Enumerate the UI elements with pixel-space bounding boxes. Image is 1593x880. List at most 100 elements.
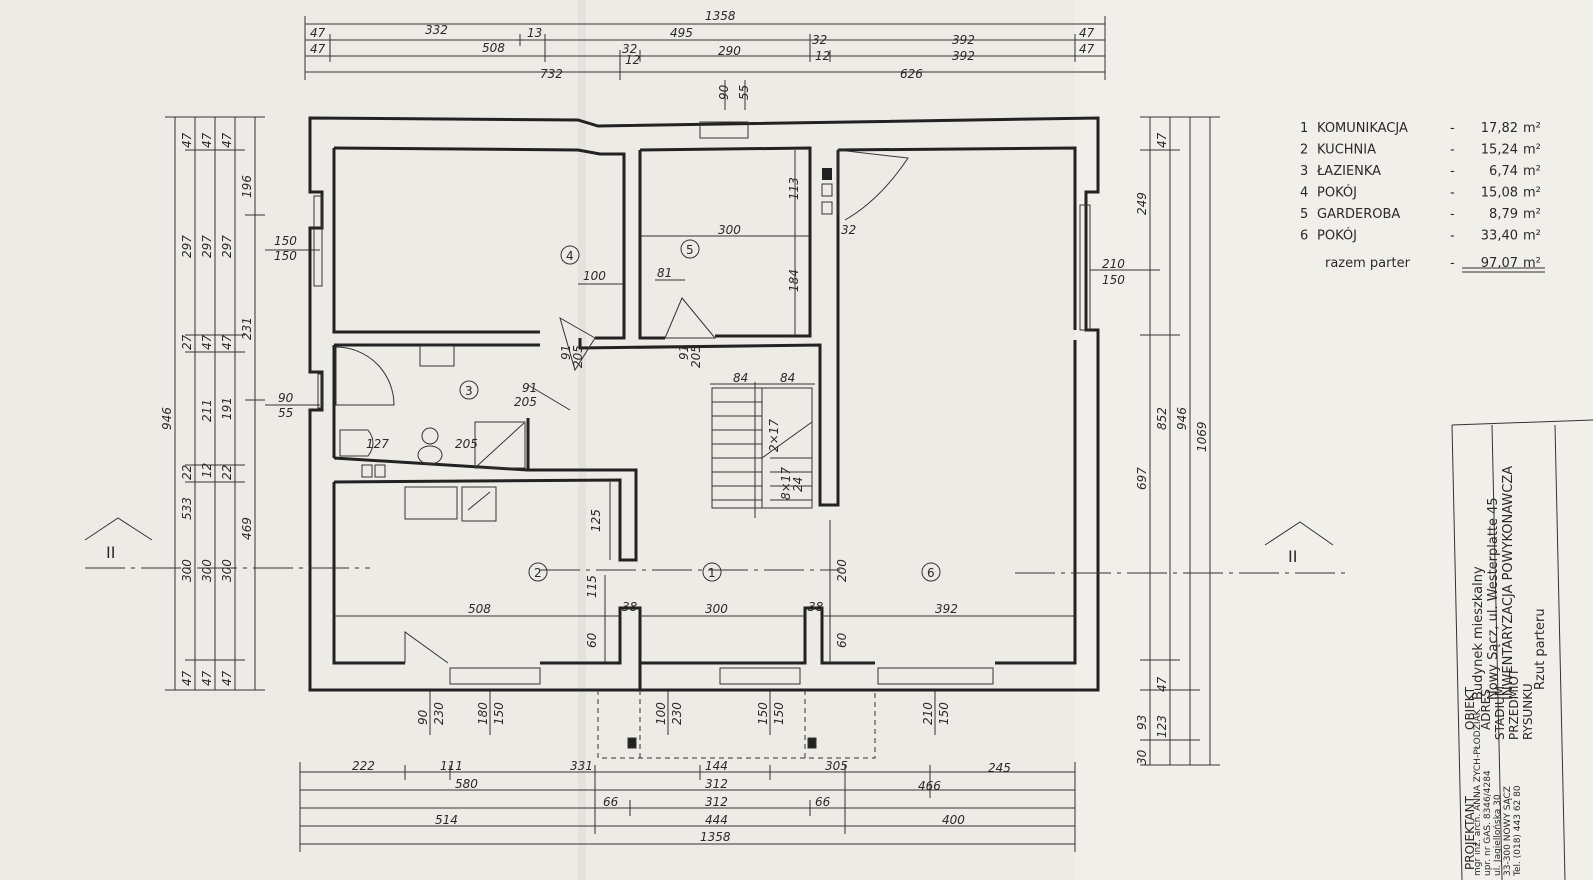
title-label-designer: PROJEKTANT — [1463, 795, 1477, 870]
dimension-lines-interior — [334, 150, 1075, 663]
dim-inside: 2×17 — [767, 419, 781, 452]
windows — [313, 121, 1091, 685]
legend-room-name: POKÓJ — [1317, 228, 1357, 244]
legend-room-name: GARDEROBA — [1317, 207, 1400, 222]
dim-left: 297 — [220, 235, 234, 258]
dim-inside: 38 — [622, 600, 638, 614]
dim-right: 47 — [1155, 676, 1169, 692]
title-block: PROJEKTANT OBIEKT ADRES STADIUM PRZEDMIO… — [1451, 419, 1593, 880]
legend-room-name: POKÓJ — [1317, 185, 1357, 201]
legend-room-number: 1 — [1300, 121, 1308, 136]
dim-bottom: 466 — [918, 779, 941, 793]
dim-left: 211 — [200, 399, 214, 422]
dim-right: 47 — [1155, 132, 1169, 148]
dim-right: 852 — [1155, 407, 1169, 430]
dim-right: 946 — [1175, 407, 1189, 430]
dimension-labels-top: 1358 47 332 13 495 392 47 47 508 32 290 … — [310, 9, 1095, 100]
dim-inside: 205 — [689, 345, 703, 368]
dim-left: 12 — [200, 463, 214, 478]
dim-bottom: 514 — [435, 813, 458, 827]
dim-right: 123 — [1155, 715, 1169, 738]
paper-fold-shade — [578, 0, 586, 880]
dim-inside: 32 — [841, 223, 856, 237]
dim-left: 47 — [180, 132, 194, 148]
dim-inside: 205 — [514, 395, 537, 409]
legend-room-area: 33,40 — [1481, 229, 1518, 244]
dim-right: 1069 — [1195, 421, 1209, 452]
title-label-subject: PRZEDMIOT — [1507, 668, 1521, 740]
designer-line-3: ul. Jagiellońska 30 — [1493, 794, 1503, 876]
dim-right-window: 150 — [1102, 273, 1125, 287]
dim-bottom: 144 — [705, 759, 728, 773]
dim-bottom: 444 — [705, 813, 728, 827]
dim-left-window: 150 — [274, 249, 297, 263]
dim-inside: 60 — [585, 632, 599, 648]
dim-inside: 38 — [808, 600, 824, 614]
dim-left: 231 — [240, 317, 254, 340]
dim-left-window: 90 — [278, 391, 294, 405]
dim-top: 32 — [622, 42, 637, 56]
dim-left: 297 — [180, 235, 194, 258]
dim-top: 47 — [1079, 26, 1095, 40]
dim-left: 297 — [200, 235, 214, 258]
legend-room-area: 17,82 — [1481, 121, 1518, 136]
legend-room-number: 4 — [1300, 186, 1308, 201]
stairs — [711, 382, 813, 518]
legend-unit: m² — [1523, 143, 1541, 158]
title-label-stadium: STADIUM — [1493, 686, 1507, 740]
dim-bottom: 331 — [570, 759, 593, 773]
dim-left: 47 — [200, 670, 214, 686]
legend-room-name: ŁAZIENKA — [1316, 164, 1381, 179]
dim-top: 392 — [952, 33, 975, 47]
dimension-lines-right — [1090, 116, 1220, 766]
dim-top: 47 — [310, 42, 326, 56]
doors — [335, 149, 909, 664]
dim-left: 300 — [180, 559, 194, 582]
dim-inside: 205 — [455, 437, 478, 451]
dim-left: 27 — [180, 334, 194, 350]
dim-left: 196 — [240, 175, 254, 198]
designer-line-2: upr. nr GAS. 8346/4284 — [1483, 770, 1493, 876]
dimension-lines-left — [165, 116, 320, 691]
legend-dash: - — [1450, 256, 1455, 271]
dim-inside: 60 — [835, 632, 849, 648]
legend-dash: - — [1450, 121, 1455, 136]
dim-top: 508 — [482, 41, 505, 55]
legend-dash: - — [1450, 207, 1455, 222]
legend-total-label: razem parter — [1325, 256, 1411, 271]
dim-bottom-window: 230 — [432, 702, 446, 725]
dim-left: 47 — [220, 334, 234, 350]
dimension-labels-interior: 300 113 184 32 100 81 91 205 91 205 91 2… — [366, 177, 958, 648]
legend-room-name: KOMUNIKACJA — [1317, 121, 1408, 136]
dim-top: 32 — [812, 33, 827, 47]
dim-top: 626 — [900, 67, 923, 81]
legend-dash: - — [1450, 164, 1455, 179]
dim-bottom-window: 210 — [921, 702, 935, 725]
dim-left-overall: 946 — [160, 407, 174, 430]
dim-inside: 392 — [935, 602, 958, 616]
legend-room-number: 6 — [1300, 229, 1308, 244]
dim-bottom-window: 150 — [772, 702, 786, 725]
dim-bottom: 305 — [825, 759, 848, 773]
dim-inside: 508 — [468, 602, 491, 616]
dim-bottom: 245 — [988, 761, 1011, 775]
dim-bottom: 580 — [455, 777, 478, 791]
dim-top: 13 — [527, 26, 542, 40]
dim-right: 93 — [1135, 715, 1149, 730]
dim-top: 495 — [670, 26, 693, 40]
title-label-object: OBIEKT — [1463, 686, 1477, 730]
dim-inside: 81 — [657, 266, 672, 280]
dim-left: 469 — [240, 517, 254, 540]
dim-bottom: 312 — [705, 795, 728, 809]
dim-top: 47 — [310, 26, 326, 40]
legend-room-area: 6,74 — [1489, 164, 1518, 179]
designer-line-4: 33-300 NOWY SĄCZ — [1503, 786, 1513, 876]
dim-top: 12 — [815, 49, 830, 63]
dim-left: 47 — [200, 132, 214, 148]
legend-unit: m² — [1523, 229, 1541, 244]
dim-bottom: 400 — [942, 813, 965, 827]
room-markers: 1 2 3 4 5 6 — [459, 239, 941, 582]
legend-room-number: 2 — [1300, 143, 1308, 158]
